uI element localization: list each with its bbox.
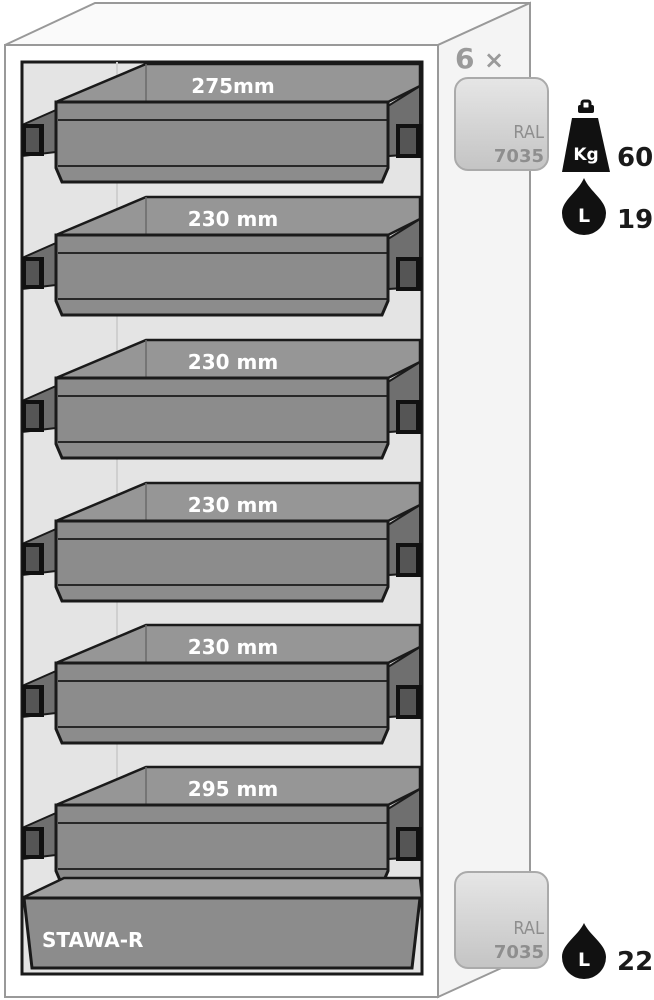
drawer[interactable]: 275mm bbox=[21, 62, 422, 184]
weight-icon: Kg bbox=[562, 99, 610, 172]
drawer-height-label: 230 mm bbox=[188, 207, 278, 231]
drawer-volume-icon-label: L bbox=[578, 205, 590, 227]
drawer-runner-left bbox=[21, 241, 57, 291]
drawer[interactable]: 230 mm bbox=[21, 623, 422, 745]
drawer-height-label: 295 mm bbox=[188, 777, 278, 801]
color-swatch-top: RAL 7035 bbox=[454, 77, 549, 171]
swatch-bottom-line1: RAL bbox=[513, 918, 544, 939]
multiply-sign: × bbox=[484, 46, 504, 74]
drawer-count: 6 × bbox=[455, 42, 504, 75]
drawer-runner-left bbox=[21, 108, 57, 158]
drawer-volume-value: 19 bbox=[617, 205, 653, 235]
sump-volume-icon-label: L bbox=[578, 949, 590, 971]
drawer-runner-right bbox=[387, 645, 422, 719]
drawer[interactable]: 230 mm bbox=[21, 481, 422, 603]
drawer[interactable]: 230 mm bbox=[21, 195, 422, 317]
swatch-bottom-line2: 7035 bbox=[494, 942, 544, 963]
drawer[interactable]: 295 mm bbox=[21, 765, 422, 887]
drawer-runner-right bbox=[387, 503, 422, 577]
sump-tray: STAWA-R bbox=[21, 876, 424, 970]
drawer-runner-right bbox=[387, 787, 422, 861]
drawer-height-label: 230 mm bbox=[188, 350, 278, 374]
drawer-height-label: 230 mm bbox=[188, 493, 278, 517]
weight-icon-label: Kg bbox=[573, 145, 598, 165]
sump-label: STAWA-R bbox=[42, 928, 143, 952]
swatch-top-line1: RAL bbox=[513, 122, 544, 143]
drawer-count-number: 6 bbox=[455, 42, 474, 75]
drawer-runner-right bbox=[387, 360, 422, 434]
weight-value: 60 bbox=[617, 143, 653, 173]
drawer-height-label: 275mm bbox=[191, 74, 274, 98]
sump-volume-spec: L 22 bbox=[562, 923, 653, 979]
liquid-drop-icon: L bbox=[562, 178, 606, 235]
color-swatch-bottom: RAL 7035 bbox=[454, 871, 549, 969]
drawer-height-label: 230 mm bbox=[188, 635, 278, 659]
sump-volume-value: 22 bbox=[617, 947, 653, 977]
drawer-volume-spec: L 19 bbox=[562, 178, 653, 235]
drawers: 275mm 230 mm 230 mm 230 mm 230 mm 295 mm bbox=[21, 62, 422, 887]
weight-spec: Kg 60 bbox=[562, 99, 653, 173]
drawer[interactable]: 230 mm bbox=[21, 338, 422, 460]
drawer-runner-left bbox=[21, 384, 57, 434]
swatch-top-line2: 7035 bbox=[494, 146, 544, 167]
drawer-runner-left bbox=[21, 527, 57, 577]
liquid-drop-icon: L bbox=[562, 923, 606, 979]
